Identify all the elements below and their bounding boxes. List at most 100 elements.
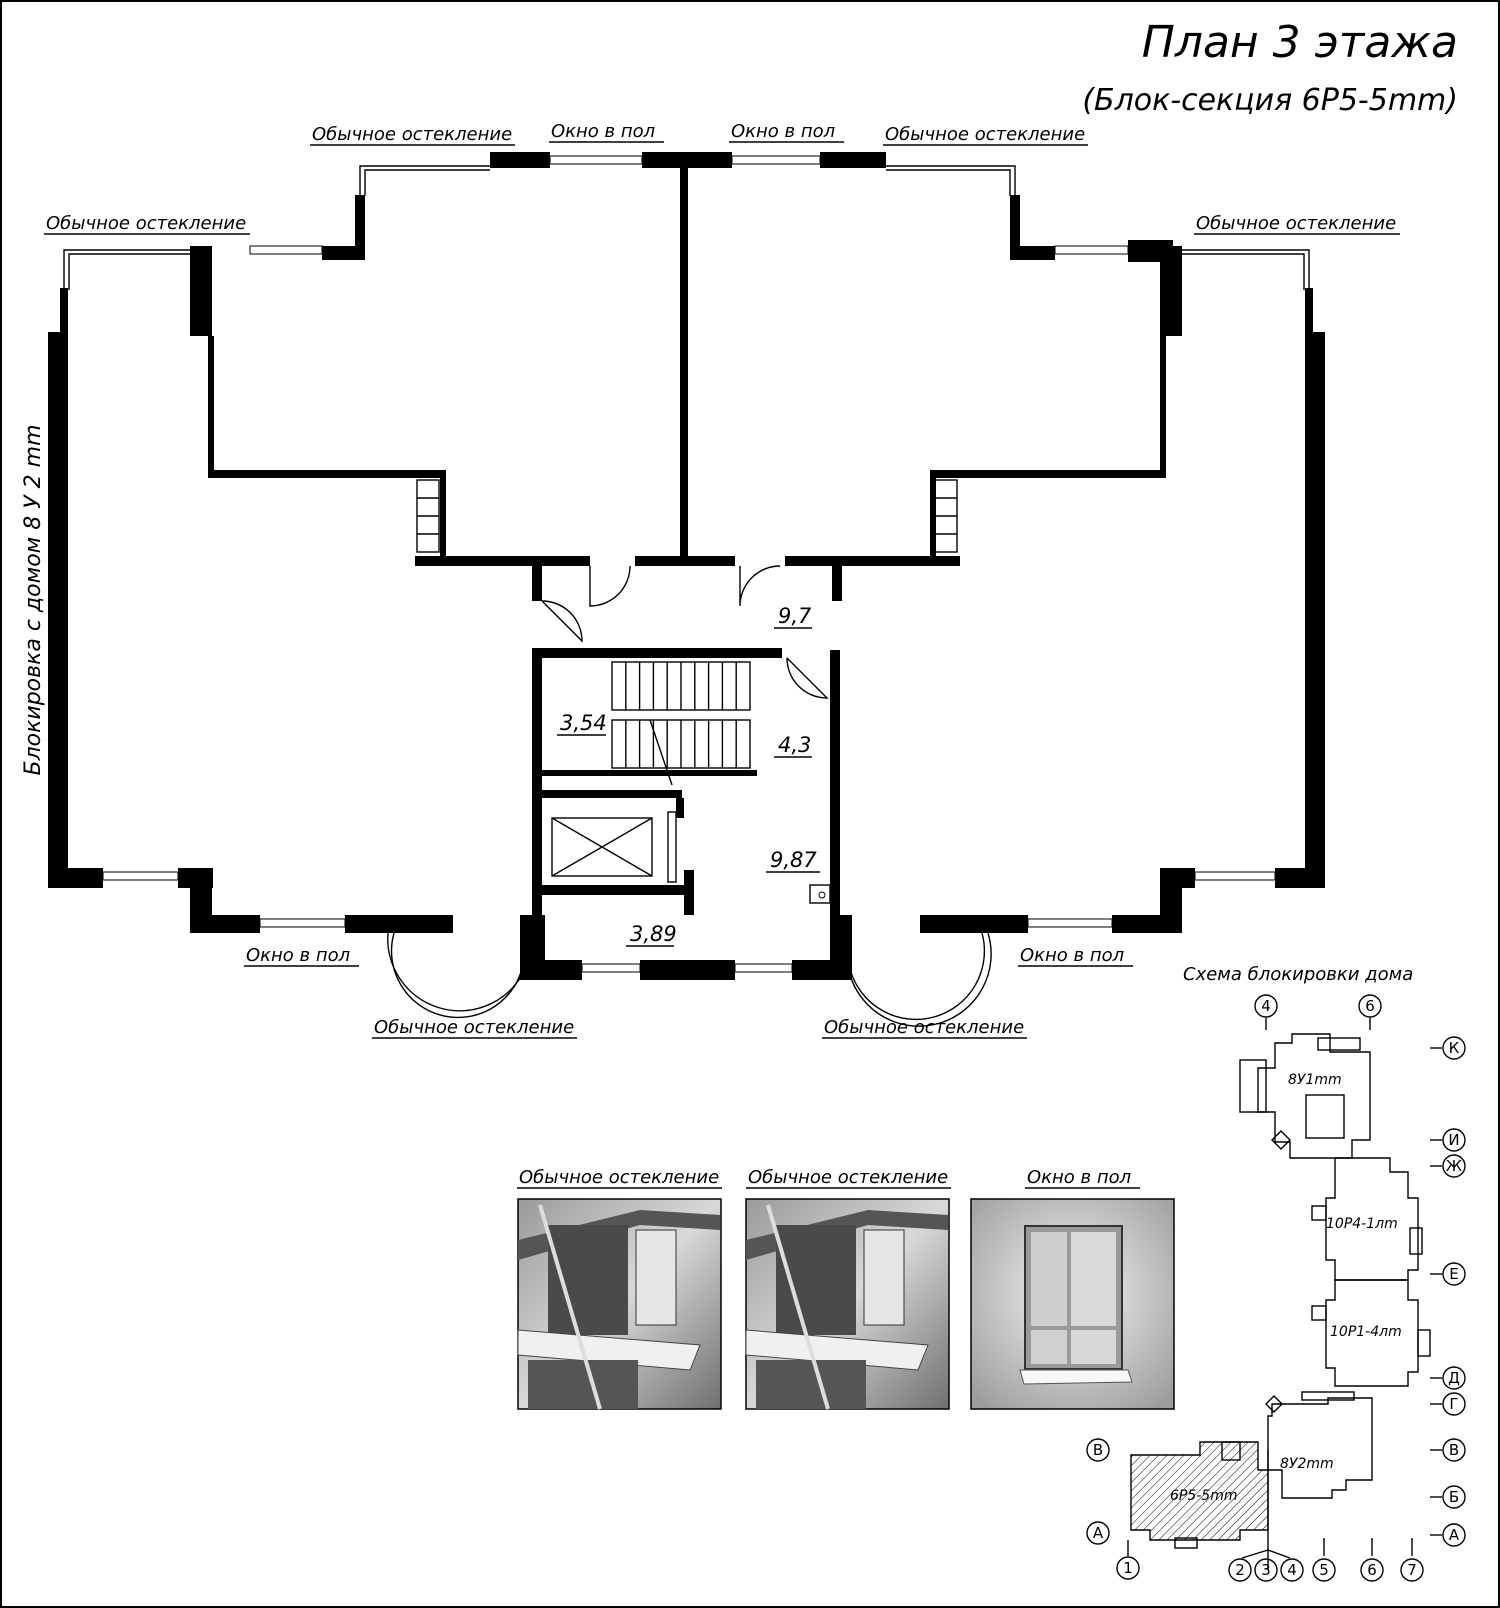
- scheme-axis-k: К: [1430, 1036, 1466, 1060]
- svg-text:Д: Д: [1448, 1369, 1460, 1387]
- scheme-axis-i: И: [1430, 1128, 1466, 1152]
- scheme-block-10r1: [1311, 1279, 1431, 1387]
- scheme-block-label-8u1: 8У1mm: [1288, 1072, 1342, 1088]
- scheme-axis-d: Д: [1430, 1366, 1466, 1390]
- staircase: [611, 661, 751, 786]
- wall: [1160, 868, 1195, 888]
- area-stair: 3,54: [560, 711, 607, 735]
- scheme-axis-n7: 7: [1400, 1538, 1424, 1582]
- legend-photo-2: [745, 1198, 950, 1410]
- doors: [541, 565, 829, 699]
- wall: [1160, 246, 1182, 336]
- riser-box: [809, 884, 831, 904]
- vent-shafts: [416, 479, 958, 553]
- svg-text:1: 1: [1123, 1559, 1133, 1577]
- wall: [532, 566, 542, 601]
- svg-text:7: 7: [1407, 1561, 1417, 1579]
- wall: [322, 246, 362, 260]
- svg-text:И: И: [1448, 1131, 1459, 1149]
- wall: [208, 336, 214, 476]
- plan-labels: Обычное остекление Окно в пол Окно в пол…: [44, 121, 1400, 1039]
- label-glazing-s-right: Обычное остекление: [824, 1017, 1024, 1038]
- wall: [930, 470, 936, 560]
- wall: [1305, 332, 1325, 887]
- scheme-block-label-10r1: 10Р1-4лm: [1330, 1324, 1402, 1340]
- wall: [345, 915, 453, 933]
- scheme-axis-e: Е: [1430, 1262, 1466, 1286]
- scheme-axis-zh: Ж: [1430, 1154, 1466, 1178]
- blocking-scheme: Схема блокировки дома 8У1mm 10Р4-1лm 10Р…: [1086, 964, 1466, 1582]
- wall: [1305, 288, 1313, 338]
- scheme-block-label-8u2: 8У2mm: [1280, 1456, 1334, 1472]
- label-glazing-nw-top: Обычное остекление: [312, 124, 512, 145]
- scheme-block-label-10r4: 10Р4-1лm: [1326, 1216, 1398, 1232]
- area-lobby: 4,3: [778, 733, 811, 757]
- wall: [190, 246, 212, 336]
- scheme-block-8u1: [1239, 1033, 1371, 1159]
- scheme-block-label-6r5: 6Р5-5mm: [1170, 1488, 1238, 1504]
- wall: [208, 470, 445, 478]
- wall: [415, 556, 590, 566]
- legend-label-3: Окно в пол: [1027, 1167, 1131, 1188]
- scheme-axis-n2: 2: [1228, 1549, 1269, 1582]
- wall: [820, 152, 886, 168]
- wall: [190, 915, 260, 933]
- svg-text:В: В: [1449, 1441, 1459, 1459]
- label-floorwin-n-right: Окно в пол: [731, 121, 835, 142]
- wall: [48, 332, 68, 887]
- scheme-title: Схема блокировки дома: [1183, 964, 1413, 985]
- wall: [1015, 246, 1055, 260]
- wall: [680, 168, 688, 561]
- wall: [676, 798, 684, 818]
- svg-text:3: 3: [1261, 1561, 1271, 1579]
- wall: [684, 870, 694, 915]
- svg-text:Г: Г: [1449, 1395, 1458, 1413]
- wall: [542, 885, 692, 895]
- scheme-block-8u2: [1265, 1391, 1373, 1499]
- wall: [642, 152, 732, 168]
- floor-plan: [48, 152, 1325, 1027]
- wall: [60, 288, 68, 338]
- scheme-axis-n1: 1: [1116, 1540, 1140, 1580]
- label-glazing-ne-top: Обычное остекление: [885, 124, 1085, 145]
- svg-text:6: 6: [1367, 1561, 1377, 1579]
- wall: [635, 556, 735, 566]
- scheme-axis-n4: 4: [1267, 1549, 1304, 1582]
- scheme-axis-a-right: А: [1430, 1523, 1466, 1547]
- scheme-axis-n6: 6: [1360, 1538, 1384, 1582]
- wall: [1275, 868, 1325, 888]
- svg-text:4: 4: [1261, 997, 1271, 1015]
- svg-text:А: А: [1449, 1526, 1460, 1544]
- legend-label-2: Обычное остекление: [748, 1167, 948, 1188]
- svg-text:Б: Б: [1449, 1488, 1459, 1506]
- wall: [832, 566, 842, 601]
- wall: [1010, 195, 1020, 260]
- wall: [830, 650, 840, 940]
- wall: [830, 915, 852, 980]
- svg-text:Ж: Ж: [1446, 1157, 1462, 1175]
- label-floorwin-n-left: Окно в пол: [551, 121, 655, 142]
- scheme-axis-g: Г: [1430, 1392, 1466, 1416]
- svg-text:5: 5: [1319, 1561, 1329, 1579]
- scheme-axis-top-6: 6: [1358, 994, 1382, 1030]
- scheme-axis-n3: 3: [1254, 1558, 1278, 1582]
- wall: [542, 770, 757, 776]
- scheme-axis-v-right: В: [1430, 1438, 1466, 1462]
- glazing-lines: [63, 155, 1310, 1027]
- label-glazing-e: Обычное остекление: [1196, 213, 1396, 234]
- label-floorwin-s-right: Окно в пол: [1020, 945, 1124, 966]
- scheme-axis-n5: 5: [1312, 1538, 1336, 1582]
- legend-photo-1: [517, 1198, 722, 1410]
- svg-text:6: 6: [1365, 997, 1375, 1015]
- elevator-shaft: [551, 811, 677, 883]
- wall: [532, 648, 542, 938]
- svg-text:К: К: [1449, 1039, 1460, 1057]
- wall: [640, 960, 735, 980]
- scheme-block-10r4: [1311, 1157, 1423, 1281]
- side-label: Блокировка с домом 8 У 2 mm: [21, 424, 46, 775]
- scheme-axis-v-left: В: [1086, 1438, 1110, 1462]
- wall: [1160, 336, 1166, 476]
- page-title: План 3 этажа: [1142, 17, 1458, 68]
